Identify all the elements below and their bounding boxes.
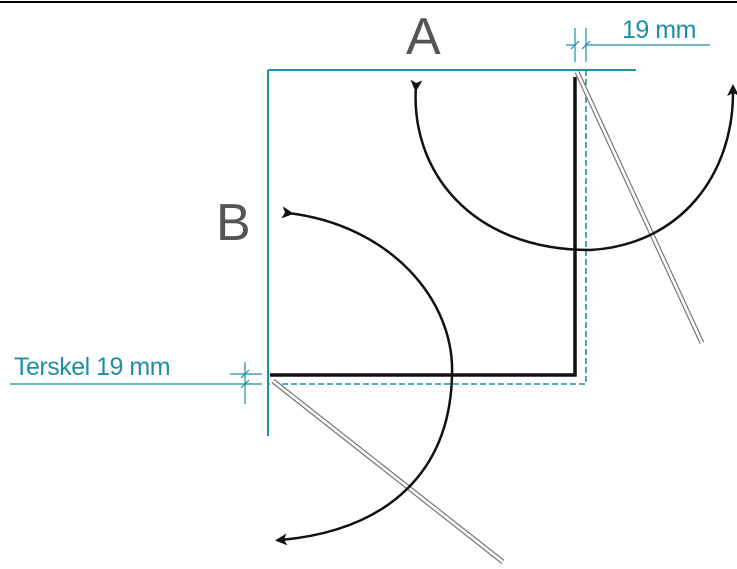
door-a-glass — [574, 70, 705, 345]
swing-arc-a — [410, 79, 737, 252]
fixed-panel-outline — [270, 77, 577, 377]
top-dimension-label: 19 mm — [622, 16, 696, 44]
threshold-dashed-outline — [268, 70, 587, 385]
door-b-glass — [271, 379, 505, 564]
door-a-label: A — [406, 8, 441, 66]
top-dimension-marker — [566, 28, 710, 62]
threshold-dimension-marker — [10, 362, 262, 404]
door-b-label: B — [216, 194, 251, 252]
swing-arc-b — [275, 206, 454, 546]
threshold-dimension-label: Terskel 19 mm — [14, 353, 170, 381]
